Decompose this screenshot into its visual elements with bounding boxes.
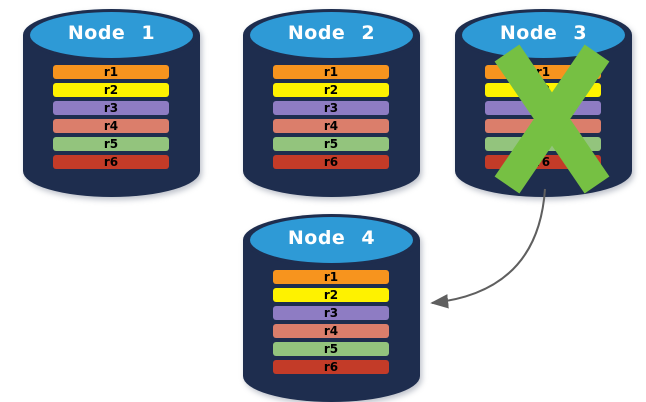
replica-bar-r1: r1 <box>53 65 169 79</box>
replica-bar-r5: r5 <box>53 137 169 151</box>
replica-bar-r2: r2 <box>273 288 389 302</box>
replica-bar-r3: r3 <box>53 101 169 115</box>
cylinder-lid <box>250 217 413 263</box>
replica-bar-r4: r4 <box>273 324 389 338</box>
replica-bar-r6: r6 <box>273 360 389 374</box>
replica-bar-r5: r5 <box>273 137 389 151</box>
replica-bar-r1: r1 <box>273 65 389 79</box>
failure-x-icon <box>494 44 610 194</box>
cylinder-lid <box>250 12 413 58</box>
cylinder-body <box>23 35 200 197</box>
replica-bar-r4: r4 <box>53 119 169 133</box>
node-2-cylinder: Node 2 r1 r2 r3 r4 r5 r6 <box>243 9 420 197</box>
cylinder-lid <box>30 12 193 58</box>
replica-bar-r4: r4 <box>273 119 389 133</box>
replica-bar-r2: r2 <box>273 83 389 97</box>
cylinder-body <box>243 35 420 197</box>
replica-stack: r1 r2 r3 r4 r5 r6 <box>53 65 169 169</box>
node-title: Node 3 <box>499 22 588 44</box>
replica-bar-r6: r6 <box>273 155 389 169</box>
node-1-cylinder: Node 1 r1 r2 r3 r4 r5 r6 <box>23 9 200 197</box>
cylinder-lid <box>462 12 625 58</box>
replica-bar-r1: r1 <box>273 270 389 284</box>
replica-bar-r2: r2 <box>53 83 169 97</box>
cylinder-body <box>243 240 420 402</box>
node-title: Node 4 <box>287 227 376 249</box>
node-4-cylinder: Node 4 r1 r2 r3 r4 r5 r6 <box>243 214 420 402</box>
node-title: Node 1 <box>67 22 156 44</box>
replica-bar-r3: r3 <box>273 101 389 115</box>
replica-bar-r3: r3 <box>273 306 389 320</box>
replica-bar-r5: r5 <box>273 342 389 356</box>
replica-bar-r6: r6 <box>53 155 169 169</box>
replica-stack: r1 r2 r3 r4 r5 r6 <box>273 270 389 374</box>
node-title: Node 2 <box>287 22 376 44</box>
replica-stack: r1 r2 r3 r4 r5 r6 <box>273 65 389 169</box>
